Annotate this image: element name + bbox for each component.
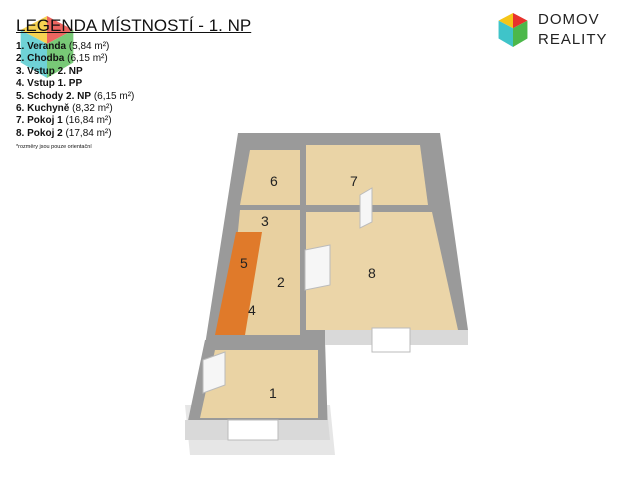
room-label-1: 1: [269, 385, 277, 401]
legend-item: 1. Veranda (5,84 m²): [16, 41, 110, 52]
legend-item: 7. Pokoj 1 (16,84 m²): [16, 115, 112, 127]
window: [227, 419, 279, 441]
room-6-floor: [240, 150, 300, 205]
brand-logo: DOMOV REALITY: [496, 10, 608, 50]
room-1-floor: [200, 350, 318, 418]
legend-item: 8. Pokoj 2 (17,84 m²): [16, 127, 112, 139]
room-7-floor: [306, 145, 428, 205]
legend-note: *rozměry jsou pouze orientační: [16, 144, 92, 151]
legend-title: LEGENDA MÍSTNOSTÍ - 1. NP: [16, 16, 252, 35]
room-label-7: 7: [350, 173, 358, 189]
door: [202, 351, 226, 394]
room-5-stairs: [215, 232, 262, 335]
legend-item: 6. Kuchyně (8,32 m²): [16, 103, 113, 115]
legend-item: 4. Vstup 1. PP: [16, 78, 83, 90]
logo-watermark-icon: [20, 16, 74, 78]
window: [371, 327, 411, 353]
legend-item: 3. Vstup 2. NP: [16, 65, 83, 77]
cube-logo-icon: [498, 13, 528, 47]
room-label-3: 3: [261, 213, 269, 229]
legend-item: 2. Chodba (6,15 m²): [16, 53, 108, 65]
room-legend: LEGENDA MÍSTNOSTÍ - 1. NP 1. Veranda (5,…: [16, 16, 251, 150]
room-label-5: 5: [240, 255, 248, 271]
room-label-4: 4: [248, 302, 256, 318]
room-label-8: 8: [368, 265, 376, 281]
door: [359, 187, 373, 229]
door: [304, 244, 331, 291]
logo-line2: REALITY: [538, 31, 608, 48]
logo-line1: DOMOV: [538, 11, 600, 28]
room-label-2: 2: [277, 274, 285, 290]
room-8-floor: [306, 212, 458, 330]
legend-item: 5. Schody 2. NP (6,15 m²): [16, 90, 135, 102]
room-label-6: 6: [270, 173, 278, 189]
